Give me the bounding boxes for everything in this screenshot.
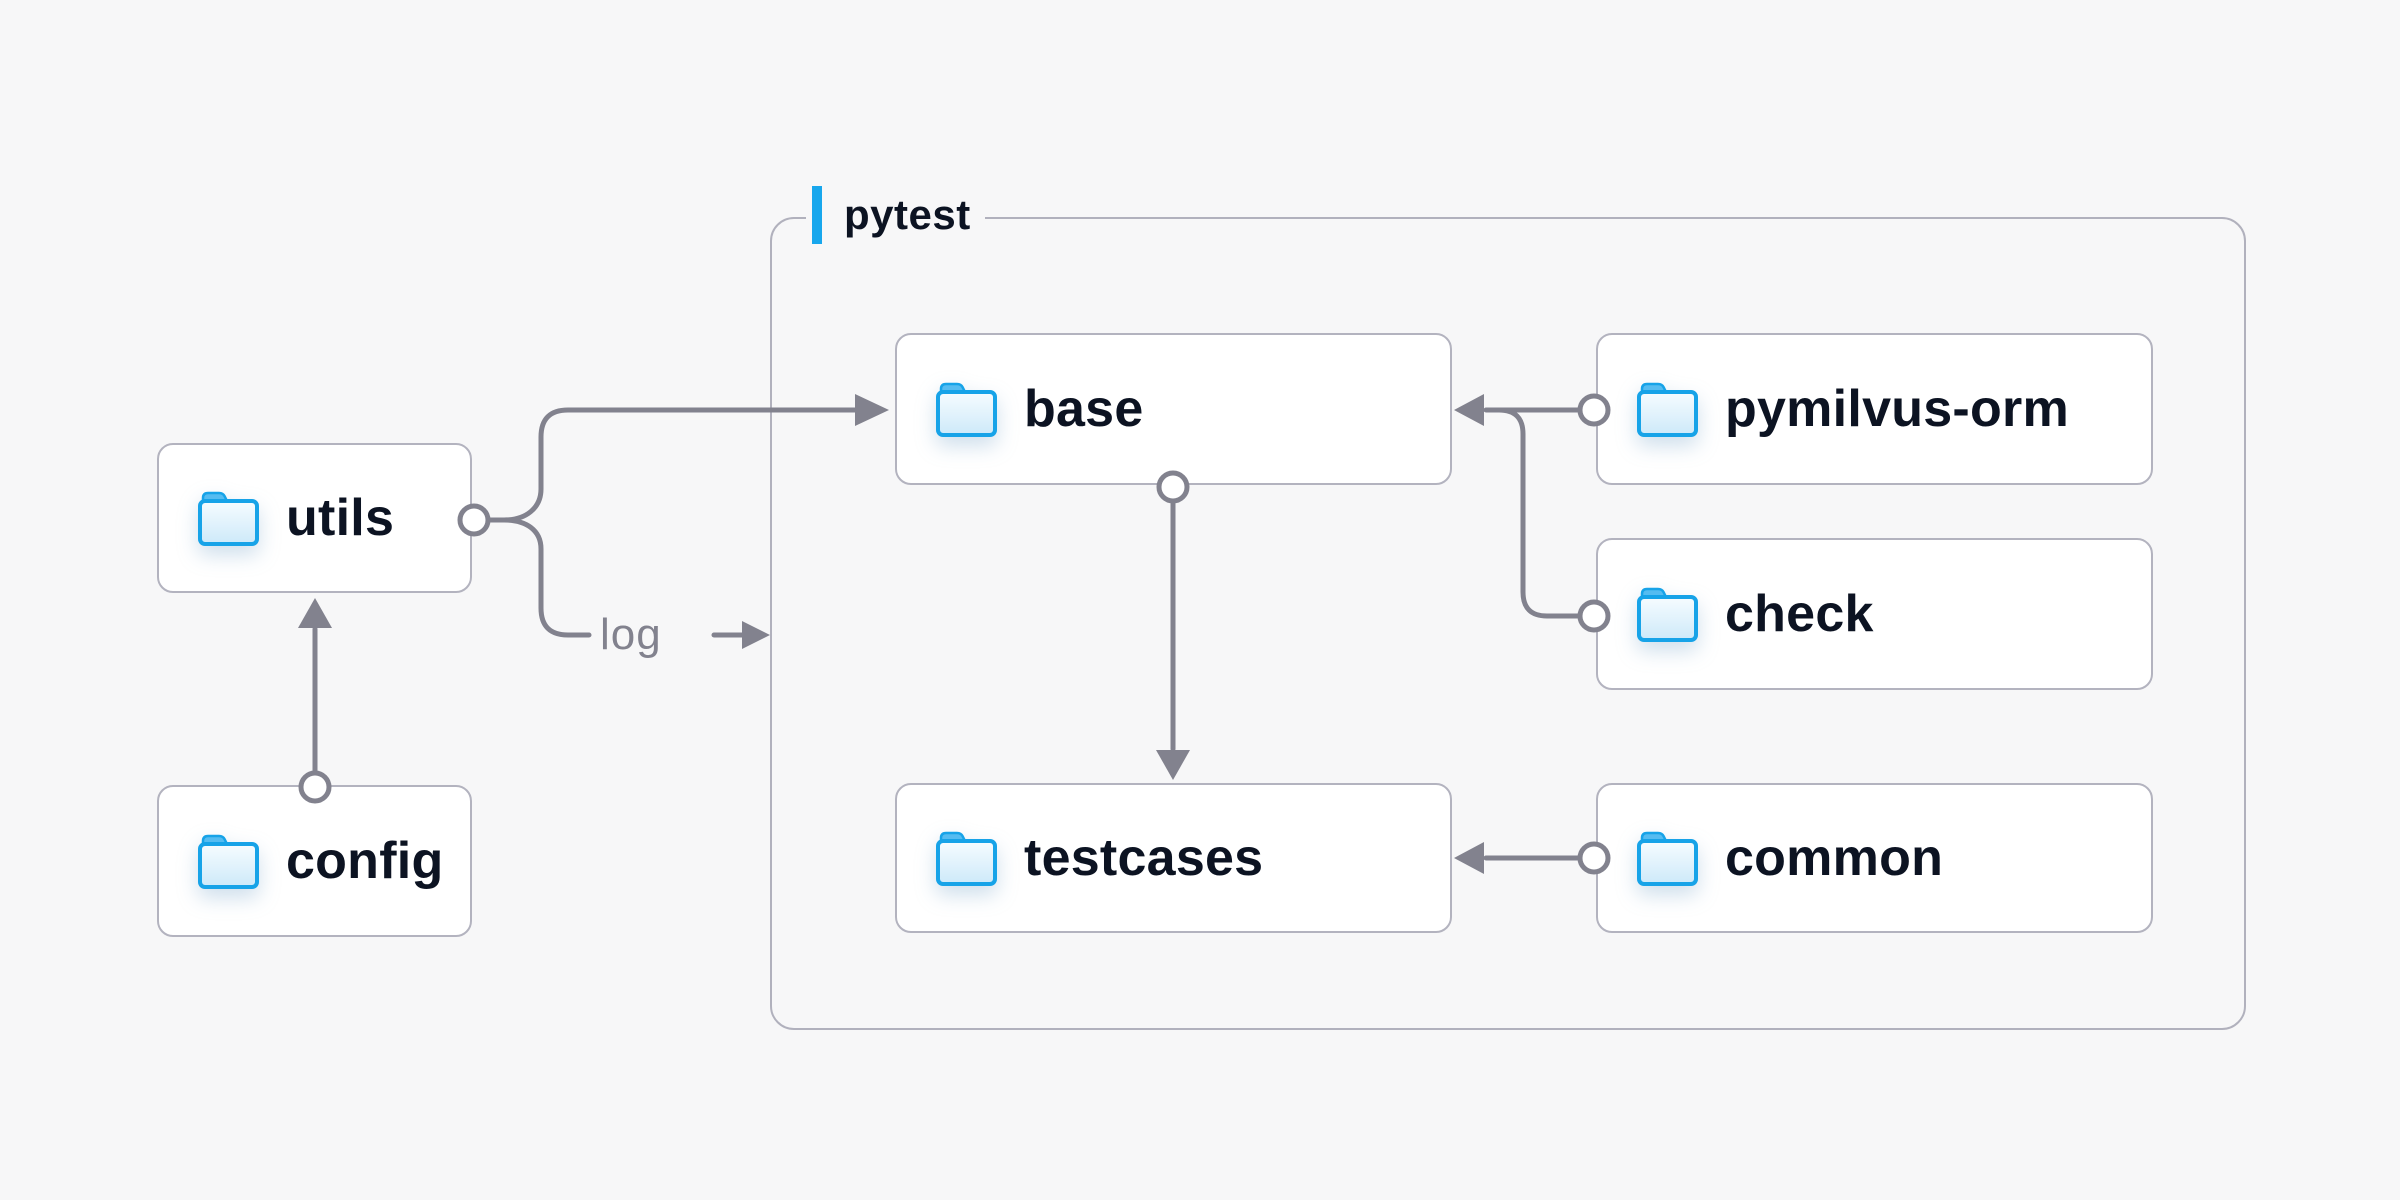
node-label: common <box>1725 829 1944 887</box>
folder-icon <box>196 489 260 547</box>
node-label: pymilvus-orm <box>1725 380 2069 438</box>
node-pymilvus-orm: pymilvus-orm <box>1596 333 2153 485</box>
node-base: base <box>895 333 1452 485</box>
folder-icon <box>934 829 998 887</box>
node-label: testcases <box>1024 829 1264 887</box>
node-label: config <box>286 832 444 890</box>
group-title: pytest <box>844 191 971 238</box>
folder-icon <box>934 380 998 438</box>
edge-config-to-utils <box>298 598 332 775</box>
node-common: common <box>1596 783 2153 933</box>
folder-icon <box>196 832 260 890</box>
edge-label-log: log <box>600 610 662 659</box>
folder-icon <box>1635 380 1699 438</box>
node-label: utils <box>286 489 395 547</box>
node-label: base <box>1024 380 1144 438</box>
pytest-group-box <box>770 217 2246 1030</box>
folder-icon <box>1635 829 1699 887</box>
node-check: check <box>1596 538 2153 690</box>
folder-icon <box>1635 585 1699 643</box>
node-config: config <box>157 785 472 937</box>
node-testcases: testcases <box>895 783 1452 933</box>
node-utils: utils <box>157 443 472 593</box>
pytest-group-label: pytest <box>806 178 985 252</box>
node-label: check <box>1725 585 1874 643</box>
accent-bar-icon <box>812 186 822 244</box>
